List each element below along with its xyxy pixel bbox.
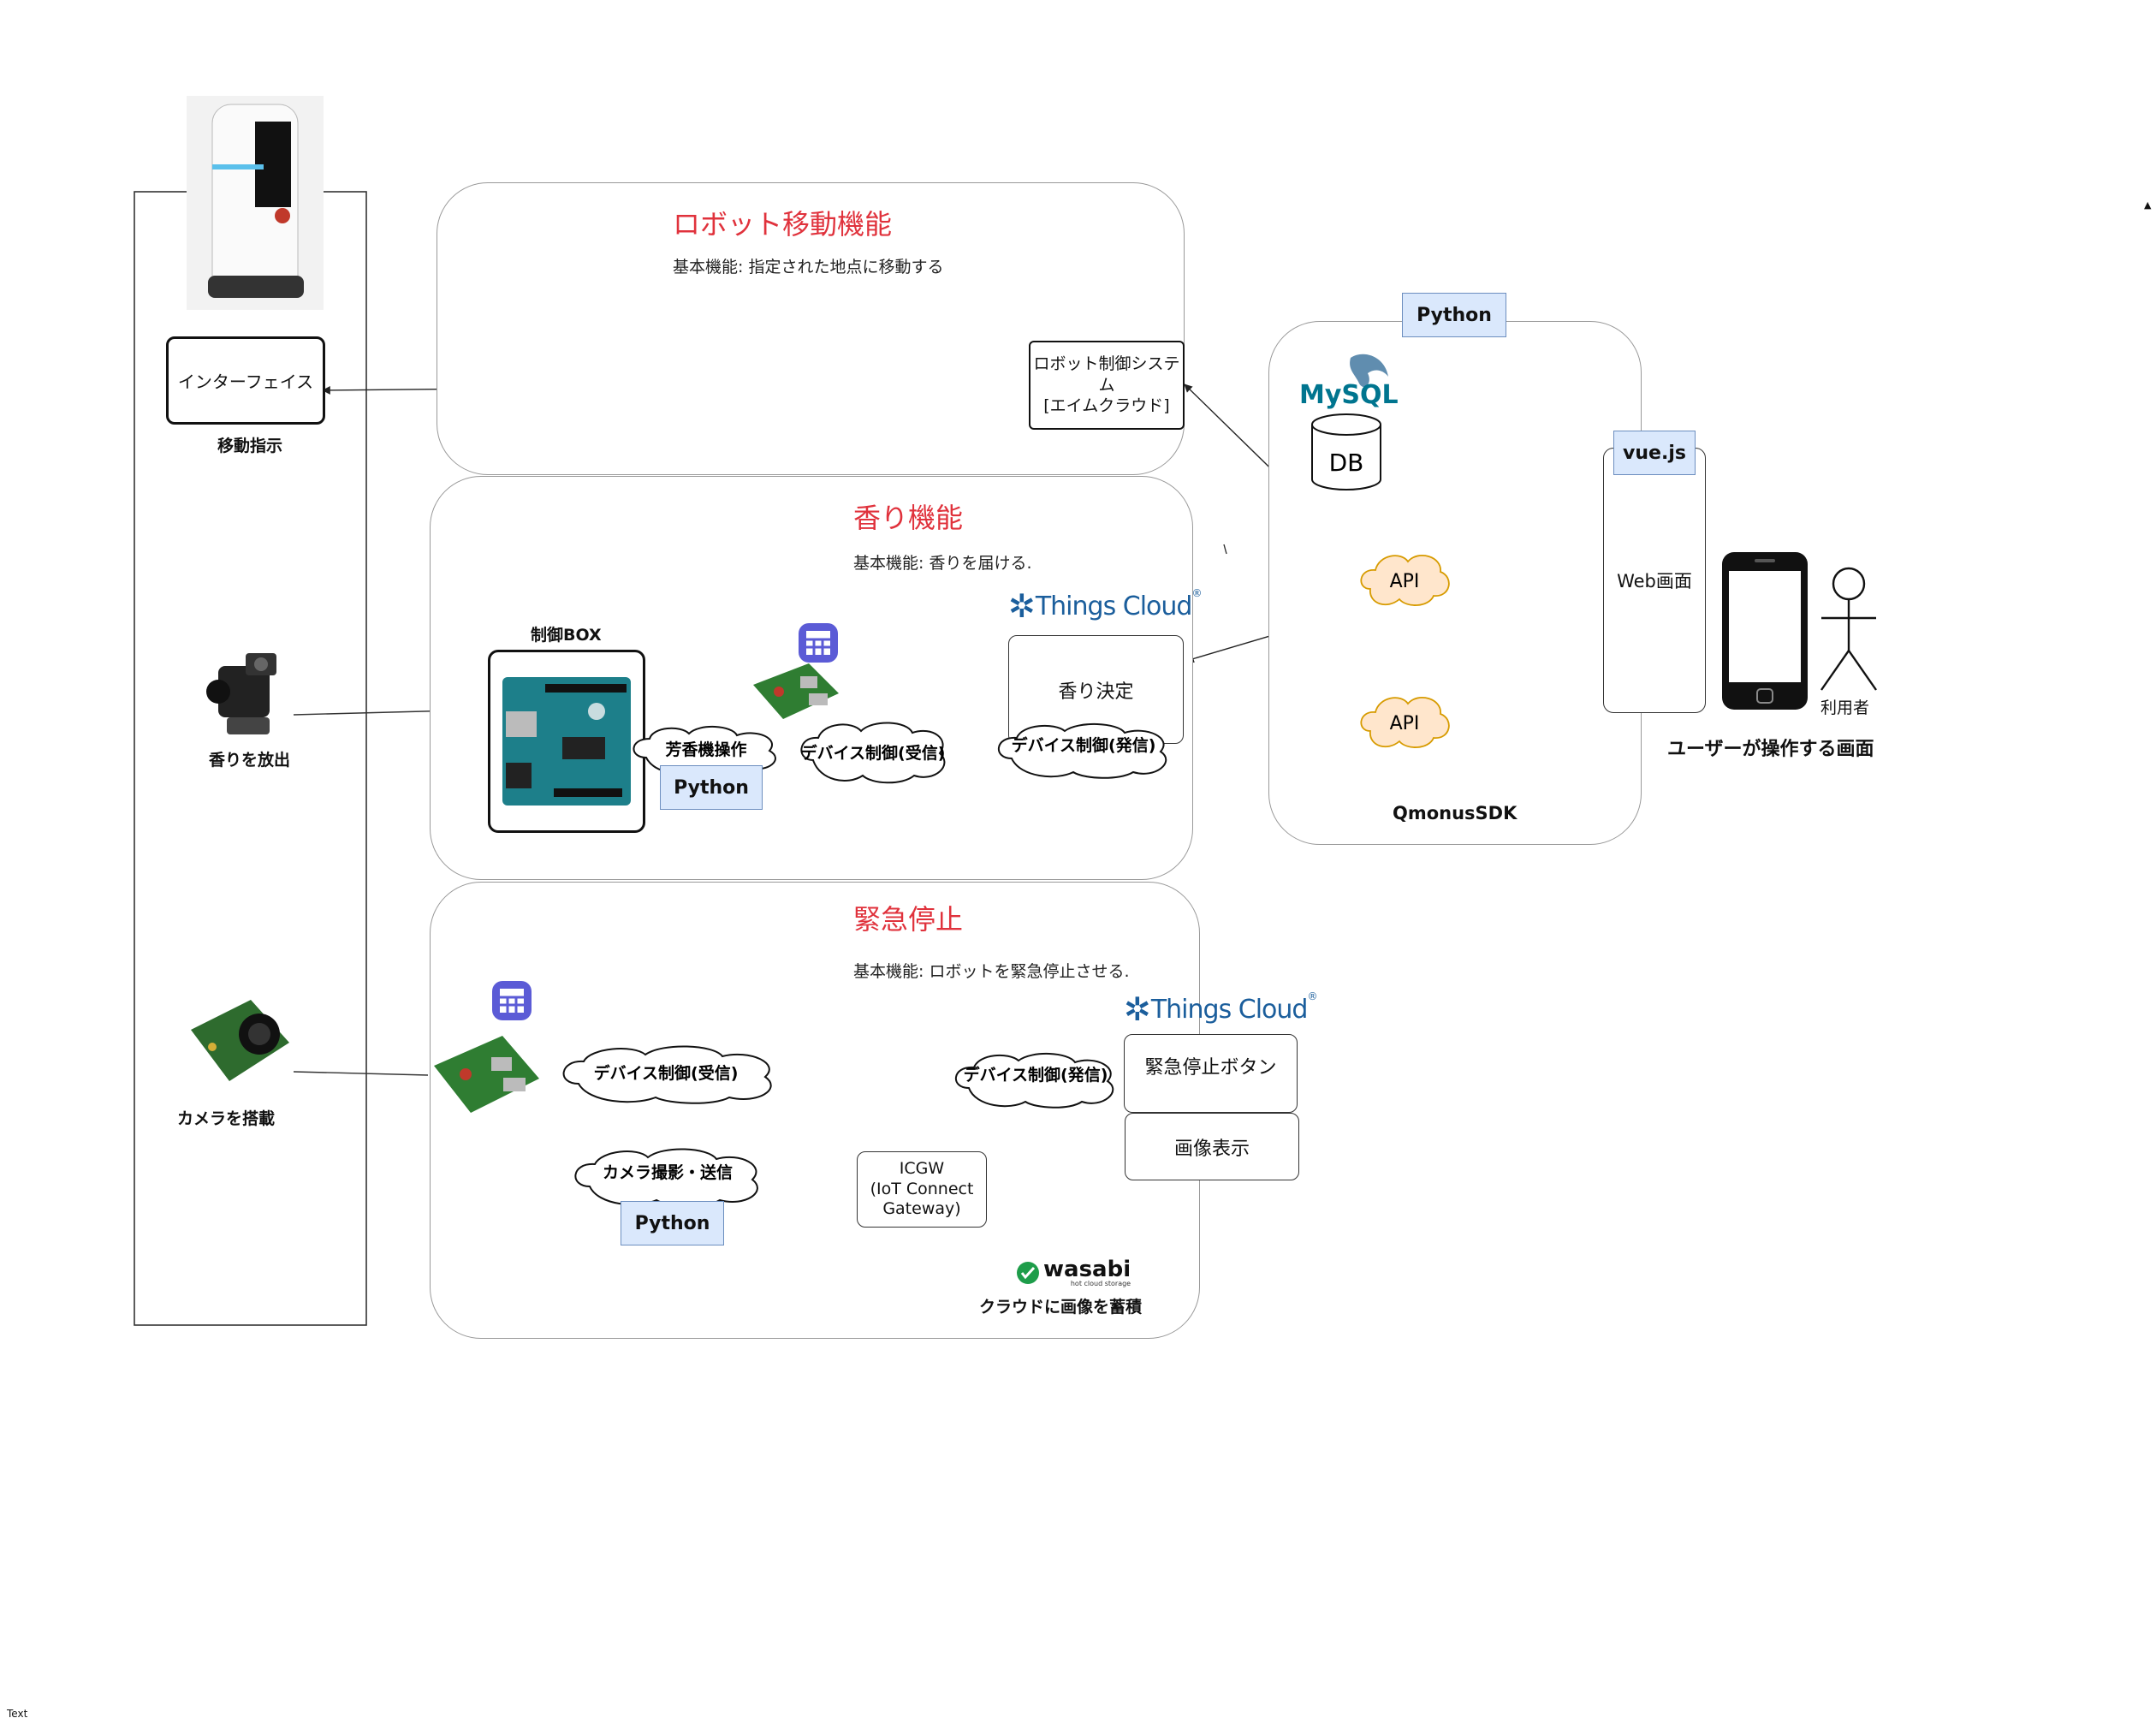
python-badge-scent: Python <box>660 765 763 810</box>
robot-image <box>187 96 324 310</box>
things-cloud-icon-2: ✲ <box>1124 990 1151 1028</box>
icgw-box: ICGW (IoT Connect Gateway) <box>857 1151 987 1228</box>
camera-label: カメラを搭載 <box>177 1109 276 1128</box>
corner-text: Text <box>7 1708 28 1720</box>
emergency-panel <box>430 882 1200 1339</box>
emergency-title: 緊急停止 <box>853 903 964 936</box>
registered-icon-2: ® <box>1307 990 1318 1002</box>
caret-up-icon: ▲ <box>2144 199 2152 211</box>
device-send-cloud-2: デバイス制御(発信) <box>954 1052 1114 1109</box>
qmonus-panel <box>1268 321 1642 845</box>
raspberry-pi-image-2 <box>434 1036 539 1113</box>
db-cylinder: DB <box>1311 413 1381 490</box>
emergency-desc: 基本機能: ロボットを緊急停止させる. <box>853 962 1130 981</box>
smartphone-icon <box>1722 552 1808 710</box>
arduino-board-image <box>502 677 631 806</box>
api-cloud-2: API <box>1360 696 1450 748</box>
wasabi-wordmark: wasabi hot cloud storage <box>1043 1258 1131 1287</box>
user-label: 利用者 <box>1820 699 1870 717</box>
diffuser-device-image <box>206 653 276 734</box>
api-label-2: API <box>1390 713 1420 734</box>
device-recv-cloud-2: デバイス制御(受信) <box>562 1045 772 1104</box>
web-screen-box: Web画面 <box>1603 448 1706 713</box>
python-badge-emergency: Python <box>621 1201 724 1245</box>
api-label-1: API <box>1390 571 1420 592</box>
device-send-label-2: デバイス制御(発信) <box>964 1065 1108 1085</box>
image-display-box: 画像表示 <box>1125 1113 1299 1180</box>
python-label-qmonus: Python <box>1417 304 1492 326</box>
things-cloud-icon-1: ✲ <box>1008 587 1036 625</box>
python-badge-qmonus: Python <box>1402 293 1506 337</box>
things-cloud-logo-2: ✲ Things Cloud ® <box>1124 990 1317 1028</box>
robot-control-system-label: ロボット制御システム [エイムクラウド] <box>1033 354 1180 416</box>
icgw-label: ICGW (IoT Connect Gateway) <box>870 1158 974 1219</box>
scent-release-label: 香りを放出 <box>209 751 291 770</box>
move-command-label: 移動指示 <box>217 437 283 455</box>
image-display-label: 画像表示 <box>1173 1138 1250 1160</box>
camera-send-label: カメラ撮影・送信 <box>603 1162 733 1182</box>
registered-icon-1: ® <box>1191 587 1203 599</box>
control-box-frame <box>488 650 645 833</box>
robot-control-system-box: ロボット制御システム [エイムクラウド] <box>1029 341 1185 430</box>
control-box-label: 制御BOX <box>531 626 602 645</box>
scent-desc: 基本機能: 香りを届ける. <box>853 554 1032 573</box>
stray-mark <box>1223 544 1227 555</box>
device-recv-label-1: デバイス制御(受信) <box>801 743 946 763</box>
camera-send-cloud: カメラ撮影・送信 <box>574 1148 758 1207</box>
grid-hub-icon-1 <box>799 623 838 663</box>
interface-label: インターフェイス <box>177 372 314 392</box>
stop-button-box: 緊急停止ボタン <box>1124 1034 1298 1113</box>
raspberry-pi-image-1 <box>753 663 839 719</box>
qmonus-sdk-label: QmonusSDK <box>1393 803 1518 823</box>
user-stick-figure-icon <box>1820 567 1877 691</box>
things-cloud-text-1: Things Cloud <box>1035 591 1193 621</box>
wasabi-logo: wasabi hot cloud storage <box>1015 1258 1131 1287</box>
python-label-scent: Python <box>674 776 749 799</box>
robot-move-desc: 基本機能: 指定された地点に移動する <box>673 258 944 276</box>
mysql-logo: MySQL <box>1299 349 1399 413</box>
db-label: DB <box>1329 449 1364 477</box>
camera-module-image <box>191 1000 289 1081</box>
vue-label: vue.js <box>1623 442 1686 464</box>
dolphin-icon <box>1350 354 1388 388</box>
python-label-emergency: Python <box>634 1212 710 1234</box>
things-cloud-logo-1: ✲ Things Cloud ® <box>1008 587 1202 625</box>
wasabi-subtext: hot cloud storage <box>1070 1280 1131 1287</box>
scent-title: 香り機能 <box>853 502 964 534</box>
user-screen-caption: ユーザーが操作する画面 <box>1667 739 1874 760</box>
stop-button-label: 緊急停止ボタン <box>1144 1057 1277 1079</box>
device-recv-label-2: デバイス制御(受信) <box>594 1063 739 1083</box>
mysql-text: MySQL <box>1299 380 1399 410</box>
device-recv-cloud-1: デバイス制御(受信) <box>800 722 946 784</box>
things-cloud-text-2: Things Cloud <box>1150 994 1309 1025</box>
grid-hub-icon-2 <box>492 981 532 1020</box>
web-screen-label: Web画面 <box>1617 571 1692 592</box>
interface-box: インターフェイス <box>166 336 325 425</box>
diffuser-op-cloud: 芳香機操作 <box>633 725 776 775</box>
robot-move-title: ロボット移動機能 <box>673 208 893 241</box>
api-cloud-1: API <box>1360 554 1450 606</box>
scent-decision-label: 香り決定 <box>1058 681 1134 703</box>
wasabi-text: wasabi <box>1043 1257 1131 1282</box>
device-send-label-1: デバイス制御(発信) <box>1012 735 1156 755</box>
wasabi-caption: クラウドに画像を蓄積 <box>979 1298 1143 1317</box>
vue-badge: vue.js <box>1613 431 1696 475</box>
wasabi-icon <box>1017 1262 1039 1284</box>
line-camera-to-pi <box>293 1071 429 1076</box>
diffuser-op-label: 芳香機操作 <box>665 740 746 759</box>
device-send-cloud-1: デバイス制御(発信) <box>997 722 1167 779</box>
